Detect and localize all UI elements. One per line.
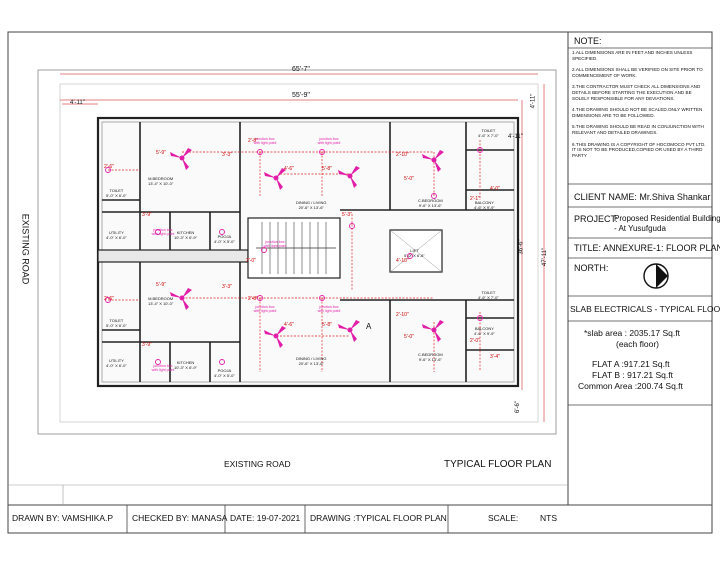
- road-label-left: EXISTING ROAD: [20, 213, 31, 285]
- right-top-dim: 4'-11": [530, 93, 537, 109]
- span-dim: 5'-0": [404, 176, 414, 182]
- span-dim: 2'-8": [248, 296, 258, 302]
- north-arrow-icon: [643, 263, 669, 289]
- checked-by: CHECKED BY: MANASA: [132, 513, 228, 523]
- project-label: PROJECT:: [574, 214, 618, 224]
- junction-label: junction box with light point: [263, 240, 287, 248]
- span-dim: 5'-0": [404, 334, 414, 340]
- note-item: 1.ALL DIMENSIONS ARE IN FEET AND INCHES …: [572, 50, 693, 61]
- notes-title: NOTE:: [574, 36, 602, 46]
- span-dim: 5'-8": [322, 166, 332, 172]
- overall-width-dim: 65'-7": [292, 66, 310, 73]
- junction-label: junction box with light point: [317, 137, 341, 145]
- plan-title: TYPICAL FLOOR PLAN: [444, 459, 552, 470]
- drawing-title: TITLE: ANNEXURE-1: FLOOR PLAN: [574, 243, 720, 253]
- light-point-icon: [105, 147, 483, 365]
- project-line1: Proposed Residential Building: [614, 214, 720, 223]
- client-name: CLIENT NAME: Mr.Shiva Shankar: [574, 192, 711, 202]
- right-bottom-dim: 6'-6": [514, 401, 521, 413]
- drawn-by: DRAWN BY: VAMSHIKA.P: [12, 513, 114, 523]
- span-dim: 3'-3": [222, 284, 232, 290]
- span-dim: 5'-9": [156, 150, 166, 156]
- note-item: 4.THE DRAWING SHOULD NOT BE SCALED.ONLY …: [572, 107, 703, 118]
- span-dim: 2'-10": [396, 152, 409, 158]
- span-dim: 4'-6": [284, 322, 294, 328]
- ceiling-fan-icon: [170, 148, 444, 348]
- junction-label: junction box with light point: [253, 305, 277, 313]
- sheet-heading: SLAB ELECTRICALS - TYPICAL FLOOR: [570, 304, 720, 314]
- junction-label: junction box with light point: [151, 228, 175, 236]
- north-label: NORTH:: [574, 263, 609, 273]
- note-item: 2.ALL DIMENSIONS SHALL BE VERIFIED ON SI…: [572, 67, 703, 78]
- flat-b-area: FLAT B : 917.21 Sq.ft: [592, 370, 673, 380]
- note-item: 5.THE DRAWING SHOULD BE READ IN CONJUNCT…: [572, 124, 704, 135]
- span-dim: 2'-6": [104, 296, 114, 302]
- span-dim: 2'-10": [396, 312, 409, 318]
- drawing-name: DRAWING :TYPICAL FLOOR PLAN: [310, 513, 447, 523]
- left-setback-dim: 4'-11": [70, 100, 85, 106]
- drawing-date: DATE: 19-07-2021: [230, 513, 301, 523]
- flat-mark-a: A: [366, 322, 372, 331]
- common-area: Common Area :200.74 Sq.ft: [578, 381, 683, 391]
- scale-label: SCALE:: [488, 513, 519, 523]
- span-dim: 4'-10": [396, 258, 409, 264]
- right-overall-dim: 47'-11": [542, 247, 549, 267]
- right-top2-dim: 4'-11": [508, 134, 523, 140]
- span-dim: 3'-4": [490, 354, 500, 360]
- flat-a-area: FLAT A :917.21 Sq.ft: [592, 359, 670, 369]
- slab-area: *slab area : 2035.17 Sq.ft: [584, 328, 680, 338]
- junction-label: junction box with light point: [253, 137, 277, 145]
- span-dim: 5'-9": [156, 282, 166, 288]
- scale-value: NTS: [540, 513, 557, 523]
- span-dim: 3'-9": [142, 342, 152, 348]
- span-dim: 2'-1": [470, 196, 480, 202]
- span-dim: 4'-0": [490, 186, 500, 192]
- road-label-bottom: EXISTING ROAD: [224, 459, 291, 469]
- sheet-border: [7, 31, 713, 534]
- span-dim: 5'-3": [342, 212, 352, 218]
- plot-boundary: [37, 69, 557, 435]
- span-dim: 4'-6": [284, 166, 294, 172]
- span-dim: 5'-8": [322, 322, 332, 328]
- span-dim: 3'-9": [142, 212, 152, 218]
- notes-list: 1.ALL DIMENSIONS ARE IN FEET AND INCHES …: [572, 50, 710, 164]
- span-dim: 2'-0": [246, 258, 256, 264]
- inner-width-dim: 55'-9": [292, 92, 310, 99]
- span-dim: 2'-0": [470, 338, 480, 344]
- project-line2: - At Yusufguda: [614, 224, 666, 233]
- junction-label: junction box with light point: [151, 364, 175, 372]
- span-dim: 2'-8": [248, 138, 258, 144]
- note-item: 6.THIS DRAWING IS A COPYRIGHT OF HOCOMOC…: [572, 141, 706, 158]
- note-item: 3.THE CONTRACTOR MUST CHECK ALL DIMENSIO…: [572, 84, 701, 101]
- slab-area-note: (each floor): [616, 339, 659, 349]
- span-dim: 3'-3": [222, 152, 232, 158]
- span-dim: 2'-6": [104, 164, 114, 170]
- junction-label: junction box with light point: [317, 305, 341, 313]
- right-mid-dim: 36'-6": [518, 239, 525, 255]
